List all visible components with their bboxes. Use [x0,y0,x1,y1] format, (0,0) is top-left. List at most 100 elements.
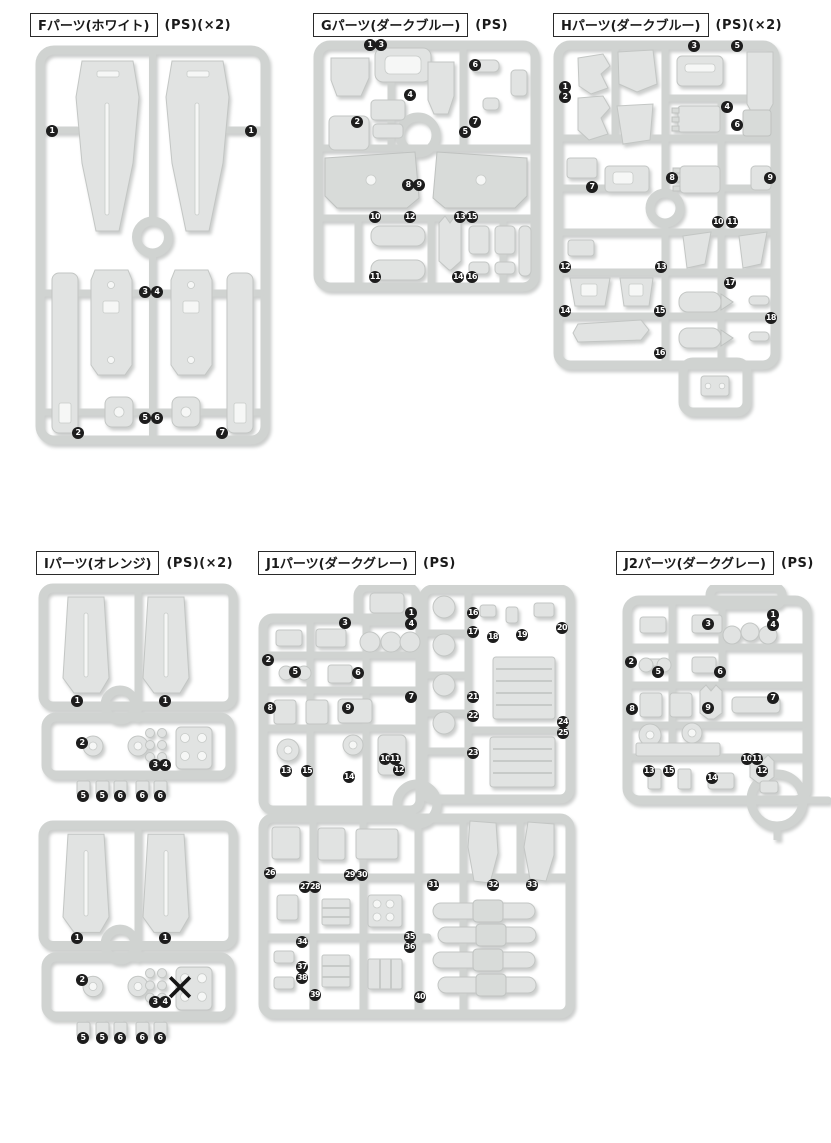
part-number-badge: 4 [403,88,416,101]
part-number-badge: 6 [136,1032,148,1045]
part-number-badge: 32 [486,879,499,892]
part-number-badge: 5 [77,1032,89,1045]
part-number-badge: 6 [150,412,163,425]
part-number-badge: 3 [338,616,351,629]
part-number-badge: 27 [298,880,311,893]
runner-label-i: Iパーツ(オレンジ) (PS)(×2) [36,551,233,575]
part-number-badge: 21 [466,690,479,703]
part-number-badge: 5 [138,412,151,425]
runner-name-g: Gパーツ(ダークブルー) [313,13,469,37]
part-number-badge: 24 [556,716,569,729]
runner-label-h: Hパーツ(ダークブルー) (PS)(×2) [553,13,782,37]
part-number-badge: 7 [469,115,482,128]
part-number-badge: 2 [351,115,364,128]
part-number-badge: 14 [452,270,465,283]
runner-suffix-g: (PS) [475,17,509,33]
part-number-badge: 11 [726,216,739,229]
part-number-badge: 1 [159,932,171,945]
part-number-badge: 15 [465,210,478,223]
part-number-badge: 23 [466,746,479,759]
part-number-badge: 4 [721,100,734,113]
part-number-badge: 6 [154,1032,166,1045]
part-number-badge: 5 [459,125,472,138]
part-number-badge: 9 [413,178,425,191]
part-number-badge: 10 [368,210,381,223]
part-number-badge: 17 [466,625,479,638]
part-number-badge: 6 [136,789,148,802]
part-number-badge: 30 [355,869,368,882]
part-number-badge: 1 [363,39,376,52]
part-number-badge: 3 [687,39,700,52]
part-number-badge: 16 [466,606,479,619]
part-number-badge: 10 [740,752,753,765]
runner-sprue-h-graphic [553,40,780,417]
part-number-badge: 19 [516,629,529,642]
part-number-badge: 8 [665,171,678,184]
part-number-badge: 6 [713,665,726,678]
runner-suffix-j1: (PS) [423,555,456,571]
part-number-badge: 4 [159,995,171,1008]
part-number-badge: 11 [368,270,381,283]
part-number-badge: 3 [138,286,151,299]
runner-suffix-h: (PS)(×2) [715,17,783,33]
part-number-badge: 2 [559,90,572,103]
runner-sprue-f-graphic [35,45,270,445]
part-number-badge: 12 [403,210,416,223]
part-number-badge: 26 [264,866,277,879]
runner-sprue-j1-graphic [258,585,575,1019]
part-number-badge: 15 [653,305,666,318]
part-number-badge: 4 [766,619,779,632]
part-number-badge: 14 [706,772,719,785]
runner-label-j2: J2パーツ(ダークグレー) (PS) [616,551,814,575]
part-number-badge: 1 [766,609,779,622]
part-number-badge: 3 [149,758,161,771]
part-number-badge: 13 [655,261,668,274]
part-number-badge: 1 [559,80,572,93]
part-number-badge: 6 [154,789,166,802]
part-number-badge: 12 [756,764,768,777]
part-number-badge: 5 [289,666,302,678]
part-number-badge: 2 [76,974,88,987]
part-number-badge: 8 [625,702,638,715]
runner-suffix-j2: (PS) [781,555,814,571]
part-number-badge: 8 [402,178,415,191]
part-number-badge: 14 [342,770,355,783]
part-number-badge: 1 [71,694,83,707]
runner-label-j1: J1パーツ(ダークグレー) (PS) [258,551,456,575]
part-number-badge: 3 [375,39,388,52]
part-number-badge: 4 [405,618,418,631]
part-number-badge: 5 [96,789,108,802]
part-number-badge: 13 [643,764,655,777]
part-number-badge: 31 [426,879,439,892]
part-number-badge: 16 [653,347,666,359]
part-number-badge: 37 [296,960,309,973]
part-number-badge: 1 [45,125,58,137]
part-number-badge: 14 [559,305,572,318]
part-number-badge: 18 [486,631,499,644]
part-number-badge: 12 [393,763,406,776]
part-number-badge: 1 [405,606,418,619]
part-number-badge: 25 [556,726,569,739]
part-number-badge: 38 [296,971,309,984]
part-number-badge: 6 [351,666,364,679]
part-number-badge: 2 [262,653,275,666]
part-number-badge: 9 [764,171,776,184]
part-number-badge: 4 [150,286,163,299]
part-number-badge: 10 [712,216,725,229]
runner-label-g: Gパーツ(ダークブルー) (PS) [313,13,508,37]
part-number-badge: 7 [216,427,229,439]
runner-suffix-i: (PS)(×2) [166,555,234,571]
part-number-badge: 4 [159,758,171,771]
part-number-badge: 8 [264,702,277,715]
part-number-badge: 3 [701,618,714,630]
runner-name-j1: J1パーツ(ダークグレー) [258,551,416,575]
part-number-badge: 5 [651,665,664,678]
part-number-badge: 1 [244,125,257,137]
part-number-badge: 7 [586,181,599,194]
part-number-badge: 35 [403,930,416,943]
part-number-badge: 36 [403,940,416,953]
